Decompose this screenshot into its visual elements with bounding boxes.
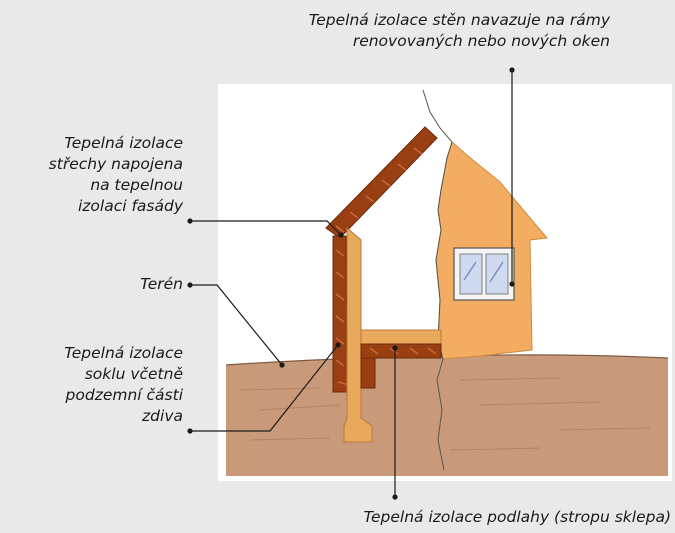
label-plinth-insulation: Tepelná izolace soklu včetně podzemní čá…	[0, 343, 183, 427]
label-roof-line2: střechy napojena	[48, 155, 183, 173]
leader-dot	[509, 281, 515, 287]
ground-texture	[239, 377, 651, 451]
floor-support	[360, 357, 376, 389]
leader-plinth	[190, 344, 339, 432]
label-terrain: Terén	[0, 274, 183, 295]
roof-insulation	[325, 126, 438, 239]
leader-roof	[190, 220, 342, 236]
label-floor-text: Tepelná izolace podlahy (stropu sklepa)	[363, 508, 671, 526]
leader-dot	[338, 232, 344, 238]
label-plinth-line1: Tepelná izolace	[64, 344, 183, 362]
label-walls-windows-line2: renovovaných nebo nových oken	[352, 32, 610, 50]
ground	[226, 354, 668, 476]
masonry-wall	[343, 226, 373, 443]
floor-insulation-texture	[369, 347, 437, 355]
label-floor-insulation: Tepelná izolace podlahy (stropu sklepa)	[255, 507, 671, 528]
leader-dot	[392, 345, 398, 351]
label-terrain-text: Terén	[140, 275, 183, 293]
label-walls-windows: Tepelná izolace stěn navazuje na rámy re…	[210, 10, 610, 52]
floor-slab	[360, 329, 442, 345]
leader-dot	[392, 494, 398, 500]
roof-insulation-texture	[335, 147, 423, 233]
label-plinth-line3: podzemní části	[65, 386, 183, 404]
leader-terrain	[190, 284, 283, 366]
label-plinth-line4: zdiva	[142, 407, 183, 425]
window	[453, 247, 515, 301]
label-roof-line3: na tepelnou	[90, 176, 183, 194]
label-roof-insulation: Tepelná izolace střechy napojena na tepe…	[0, 133, 183, 217]
leader-dot	[335, 342, 341, 348]
wall-insulation-texture	[335, 249, 353, 387]
label-plinth-line2: soklu včetně	[84, 365, 183, 383]
leader-dot	[509, 67, 515, 73]
leader-dot	[187, 218, 193, 224]
leader-dot	[187, 428, 193, 434]
leader-dot	[279, 362, 285, 368]
label-walls-windows-line1: Tepelná izolace stěn navazuje na rámy	[308, 11, 610, 29]
label-roof-line1: Tepelná izolace	[64, 134, 183, 152]
label-roof-line4: izolaci fasády	[77, 197, 183, 215]
section-cut-line	[422, 89, 453, 471]
leader-dot	[187, 282, 193, 288]
floor-insulation	[360, 343, 442, 359]
